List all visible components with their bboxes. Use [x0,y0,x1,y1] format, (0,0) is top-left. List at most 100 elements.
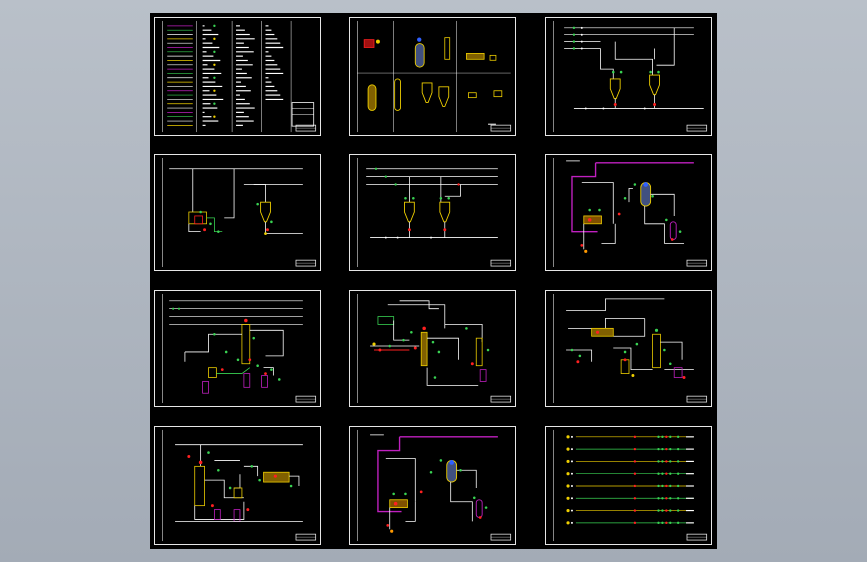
pipe-line [194,501,245,520]
equipment-box [475,337,483,367]
valve-mark [595,330,600,334]
sheet-pid-9[interactable] [349,426,516,545]
sheet-pid-8[interactable] [154,426,321,545]
valve-mark [570,521,573,524]
equipment-box [233,487,243,499]
sheet-pid-10-drawing [552,429,708,542]
valve-mark [213,89,216,92]
valve-mark [682,376,686,379]
valve-mark [676,497,680,500]
valve-mark [580,33,583,36]
sheet-legend[interactable] [154,17,321,136]
pipe-line [249,329,284,357]
valve-mark [419,490,423,494]
equipment-box [194,215,203,225]
sheet-pid-1[interactable] [545,17,712,136]
valve-mark [676,460,680,463]
sheet-pid-3[interactable] [349,154,516,271]
sheet-pid-9-drawing [356,429,512,542]
valve-mark [236,358,240,362]
pipe-line [234,474,241,489]
valve-mark [678,230,682,233]
cyclone-symbol [438,86,450,107]
valve-mark [437,350,441,354]
vessel-symbol [669,221,677,240]
cyclone-symbol [404,201,415,223]
valve-mark [661,484,664,488]
sheet-pid-4[interactable] [545,154,712,271]
valve-mark [657,472,660,475]
pipe-line [393,320,410,341]
valve-mark [657,521,660,525]
valve-mark [580,47,583,50]
sheet-pid-2[interactable] [154,154,321,271]
valve-mark [439,459,443,462]
valve-mark [643,182,649,187]
valve-mark [384,236,387,239]
valve-mark [657,460,660,463]
equipment-box [202,381,209,394]
sheet-pid-7[interactable] [545,290,712,407]
sheet-pid-1-drawing [552,20,708,133]
valve-mark [570,472,573,475]
valve-mark [392,492,395,496]
equipment-box [243,373,251,388]
valve-mark [484,506,488,509]
valve-mark [566,521,570,525]
sheet-pid-6[interactable] [349,290,516,407]
valve-mark [570,435,573,438]
equipment-box [493,90,503,98]
valve-mark [396,236,399,239]
valve-mark [570,485,573,487]
valve-mark [566,484,570,488]
valve-mark [613,103,617,106]
equipment-box [489,54,497,61]
equipment-box [377,316,395,325]
sheet-pid-5[interactable] [154,290,321,407]
valve-mark [617,212,621,216]
equipment-box [389,499,408,509]
valve-mark [264,372,267,375]
model-space[interactable] [150,13,717,549]
pipe-line [571,162,598,233]
valve-mark [665,472,668,475]
valve-mark [633,509,637,512]
pipe-line [600,48,614,79]
valve-mark [566,472,570,476]
valve-mark [289,484,293,488]
pipe-line [581,182,614,224]
valve-mark [584,107,587,110]
valve-mark [213,63,216,66]
sheet-equipment-drawing [356,20,512,133]
pipe-line [628,188,633,203]
valve-mark [665,484,668,488]
pipe-line [377,436,402,513]
valve-mark [576,360,580,364]
valve-mark [598,208,601,212]
valve-mark [665,447,668,451]
equipment-box [466,53,485,60]
valve-mark [657,447,660,451]
valve-mark [676,484,680,488]
vessel-symbol [394,78,401,111]
valve-mark [676,521,680,525]
sheet-pid-10[interactable] [545,426,712,545]
valve-mark [277,378,281,381]
sheet-equipment-symbols[interactable] [349,17,516,136]
valve-mark [270,368,273,371]
valve-mark [473,496,476,500]
valve-mark [669,472,672,475]
valve-mark [417,37,422,42]
valve-mark [566,447,570,451]
pipe-line [405,501,416,522]
pipe-line [204,479,244,499]
valve-mark [663,348,666,352]
valve-mark [668,362,672,366]
valve-mark [665,521,668,525]
valve-mark [572,26,576,30]
valve-mark [187,455,191,458]
valve-mark [386,523,390,527]
valve-mark [665,218,668,222]
cyclone-symbol [421,82,433,103]
